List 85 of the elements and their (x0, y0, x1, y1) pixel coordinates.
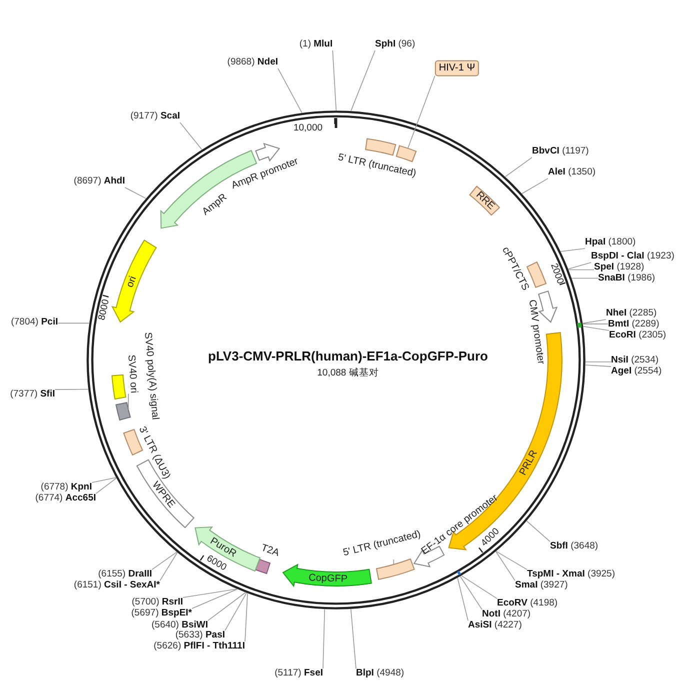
enzyme-site-label: (9177) ScaI (130, 112, 180, 122)
leader-line (152, 552, 178, 570)
leader-line (568, 269, 594, 270)
enzyme-site-label: BspDI - ClaI (1923) (591, 252, 674, 262)
enzyme-site-label: BmtI (2289) (608, 320, 660, 330)
leader-line (407, 75, 436, 149)
enzyme-site-label: (5626) PflFI - Tth111I (154, 642, 245, 652)
enzyme-site-label: AsiSI (4227) (468, 620, 522, 632)
enzyme-site-label: (7377) SfiI (10, 390, 55, 400)
enzyme-site-label: (6151) CsiI - SexAI* (74, 580, 160, 592)
feature-label: CMV promoter (526, 298, 546, 365)
enzyme-site-label: NheI (2285) (606, 308, 657, 320)
enzyme-site-label: SphI (96) (375, 40, 416, 50)
leader-line (58, 322, 90, 324)
enzyme-site-label: NsiI (2534) (611, 356, 659, 366)
leader-line (180, 122, 202, 150)
leader-line (460, 576, 482, 610)
leader-line (585, 364, 612, 367)
enzyme-site-label: BlpI (4948) (356, 668, 404, 680)
leader-line (504, 157, 532, 178)
leader-line (526, 520, 550, 542)
tick-label: 10,000 (293, 124, 323, 134)
enzyme-site-label: EcoRI (2305) (609, 330, 666, 342)
enzyme-site-label: SmaI (3927) (515, 580, 568, 592)
enzyme-site-label: (1) MluI (299, 40, 333, 50)
feature-label: CopGFP (308, 572, 348, 586)
leader-line (571, 278, 598, 279)
enzyme-site-label: SnaBI (1986) (598, 274, 656, 284)
leader-line (124, 187, 146, 199)
leader-line (182, 588, 238, 598)
leader-line (192, 588, 238, 609)
leader-line (160, 552, 178, 581)
enzyme-site-label: (6774) Acc65I (35, 494, 96, 504)
enzyme-site-label: (6155) DraIII (98, 570, 152, 580)
enzyme-site-label: (5633) PasI (175, 630, 225, 642)
enzyme-site-label: (6778) KpnI (40, 482, 92, 494)
leader-line (585, 361, 612, 362)
enzyme-site-label: EcoRV (4198) (497, 598, 558, 610)
enzyme-site-label: (5700) RsrII (132, 598, 183, 608)
leader-line (582, 326, 610, 331)
leader-line (128, 393, 129, 410)
leader-line (278, 68, 302, 114)
leader-line (350, 608, 356, 669)
leader-line (96, 478, 117, 494)
leader-line (560, 248, 586, 252)
tick-label: 2000 (547, 262, 565, 286)
feature-label: T2A (260, 542, 281, 560)
leader-line (496, 551, 516, 581)
leader-line (332, 50, 337, 111)
leader-line (393, 559, 394, 565)
leader-line (461, 575, 498, 599)
enzyme-site-label: NotI (4207) (482, 610, 531, 620)
enzyme-site-label: BbvCI (1197) (532, 146, 589, 158)
enzyme-site-label: (9868) NdeI (227, 58, 278, 68)
leader-line (92, 477, 116, 483)
leader-line (582, 319, 606, 324)
leader-line (224, 592, 247, 631)
enzyme-site-label: (5640) BsiWI (152, 620, 208, 632)
enzyme-site-label: (7804) PciI (10, 318, 58, 328)
leader-line (457, 577, 468, 621)
enzyme-site-label: (5697) BspEI* (131, 608, 192, 620)
enzyme-site-label: HpaI (1800) (585, 238, 636, 248)
feature-label: SV40 poly(A) signal (141, 332, 160, 420)
leader-line (244, 592, 248, 642)
feature-tag: HIV-1 Ψ (434, 60, 480, 76)
enzyme-site-label: SpeI (1928) (594, 262, 644, 274)
leader-line (54, 388, 89, 390)
feature-label: SV40 ori (125, 354, 140, 394)
enzyme-site-label: (5117) FseI (274, 668, 323, 680)
leader-line (350, 50, 376, 112)
leader-line (322, 608, 326, 669)
leader-line (522, 178, 548, 194)
enzyme-site-label: TspMI - XmaI (3925) (527, 570, 615, 580)
enzyme-site-label: AgeI (2554) (611, 366, 662, 378)
leader-line (496, 550, 528, 570)
enzyme-site-label: AleI (1350) (548, 168, 596, 178)
sequence-length: 10,088 碱基对 (317, 368, 379, 380)
leader-line (568, 262, 592, 270)
feature-label: ori (124, 274, 139, 289)
tick-label: 8000 (97, 298, 113, 322)
enzyme-site-label: (8697) AhdI (74, 176, 125, 188)
tick-label: 6000 (204, 554, 228, 574)
enzyme-site-label: SbfI (3648) (550, 542, 598, 552)
leader-line (208, 592, 246, 621)
plasmid-name: pLV3-CMV-PRLR(human)-EF1a-CopGFP-Puro (208, 350, 488, 364)
